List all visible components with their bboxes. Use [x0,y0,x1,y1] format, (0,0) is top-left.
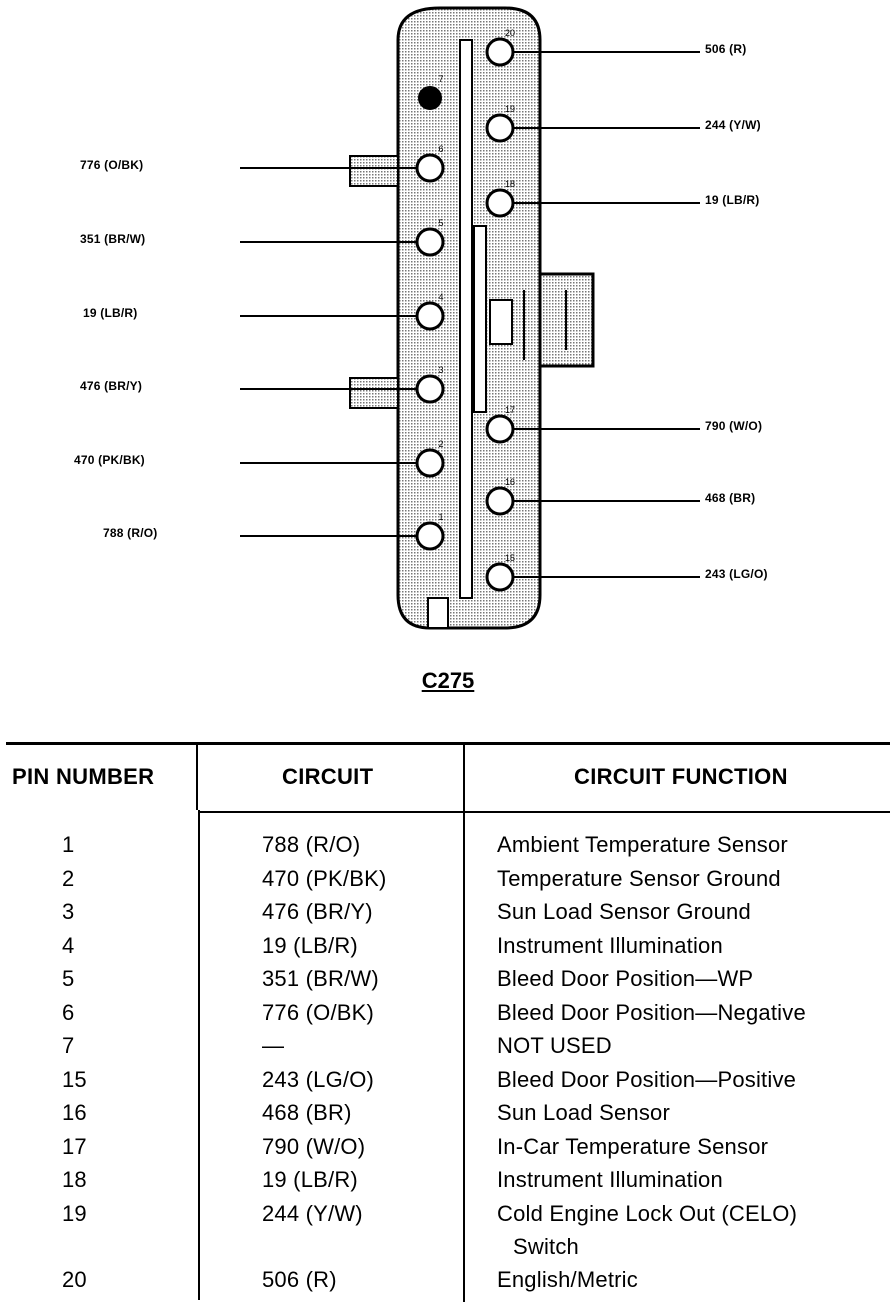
function-cell: Bleed Door Position—Positive [497,1066,797,1092]
column-divider [196,742,198,810]
function-cell: In-Car Temperature Sensor [497,1133,769,1159]
pin-cell: 15 [62,1066,87,1092]
circuit-cell: 788 (R/O) [262,832,361,857]
circuit-cell: 506 (R) [262,1267,337,1292]
table-top-rule [6,742,890,745]
pin-19-terminal [485,113,515,143]
wire-label-pin-17: 790 (W/O) [705,419,763,433]
pin-cell: 5 [62,966,75,991]
function-cell: Ambient Temperature Sensor [497,832,788,857]
pin-cell: 7 [62,1033,75,1058]
function-cell-continued: Switch [513,1233,579,1259]
pin-1-terminal [415,521,445,551]
pin-7-plugged [418,86,442,110]
pin-number-label: 16 [505,477,515,487]
wire-label-pin-16: 468 (BR) [705,491,756,505]
connector-name: C275 [421,668,475,693]
pin-16-terminal [485,486,515,516]
pin-cell: 16 [62,1100,87,1125]
pin-6-terminal [415,153,445,183]
pin-2-terminal [415,448,445,478]
column-divider [198,810,200,1300]
pin-cell: 1 [62,832,75,857]
circuit-cell: 19 (LB/R) [262,932,358,958]
pin-number-label: 15 [505,553,515,563]
circuit-cell: 243 (LG/O) [262,1066,375,1092]
header-rule [198,811,890,813]
wire-label-pin-19: 244 (Y/W) [705,118,761,132]
pin-cell: 19 [62,1200,87,1226]
wire-label-pin-2: 470 (PK/BK) [74,453,145,467]
side-tab [349,377,399,409]
pin-number-label: 17 [505,405,515,415]
header-circuit-function: CIRCUIT FUNCTION [574,764,788,789]
pin-number-label: 19 [505,104,515,114]
pin-15-terminal [485,562,515,592]
pin-17-terminal [485,414,515,444]
circuit-cell: 19 (LB/R) [262,1167,358,1192]
column-divider [463,742,465,1302]
wire-label-pin-6: 776 (O/BK) [80,158,144,172]
circuit-cell: 776 (O/BK) [262,999,375,1025]
wire-label-pin-5: 351 (BR/W) [80,232,146,246]
function-cell: English/Metric [497,1267,638,1292]
pin-3-terminal [415,374,445,404]
pin-number-label: 4 [438,292,443,302]
function-cell: Bleed Door Position—WP [497,966,754,991]
pin-number-label: 7 [438,74,443,84]
latch-window [489,299,513,345]
pin-number-label: 3 [438,365,443,375]
pin-number-label: 1 [438,512,443,522]
pin-number-label: 18 [505,179,515,189]
circuit-cell: 470 (PK/BK) [262,865,387,891]
wire-label-pin-1: 788 (R/O) [103,526,158,540]
header-pin-number: PIN NUMBER [12,764,155,789]
function-cell: Temperature Sensor Ground [497,865,781,891]
circuit-cell: 476 (BR/Y) [262,899,373,924]
header-circuit: CIRCUIT [282,764,374,789]
pin-18-terminal [485,188,515,218]
circuit-cell: — [262,1033,285,1058]
pin-4-terminal [415,301,445,331]
pin-cell: 2 [62,865,75,891]
function-cell: Cold Engine Lock Out (CELO) [497,1200,798,1226]
pin-number-label: 20 [505,28,515,38]
pin-cell: 18 [62,1167,87,1192]
pin-5-terminal [415,227,445,257]
pin-cell: 3 [62,899,75,924]
function-cell: Sun Load Sensor [497,1100,671,1125]
pin-cell: 4 [62,932,75,958]
wire-label-pin-20: 506 (R) [705,42,747,56]
function-cell: Sun Load Sensor Ground [497,899,751,924]
function-cell: Bleed Door Position—Negative [497,999,806,1025]
pin-20-terminal [485,37,515,67]
pin-cell: 6 [62,999,75,1025]
circuit-cell: 468 (BR) [262,1100,352,1125]
inner-rail [473,225,487,413]
wire-label-pin-3: 476 (BR/Y) [80,379,143,393]
function-cell: NOT USED [497,1033,612,1058]
key-slot [427,597,449,629]
pin-number-label: 6 [438,144,443,154]
center-rail [459,39,473,599]
wire-label-pin-4: 19 (LB/R) [83,306,138,320]
pin-cell: 17 [62,1133,87,1159]
function-cell: Instrument Illumination [497,932,723,958]
side-tab [349,155,399,187]
circuit-cell: 790 (W/O) [262,1133,366,1159]
circuit-cell: 244 (Y/W) [262,1200,363,1226]
pin-cell: 20 [62,1267,87,1292]
wire-label-pin-18: 19 (LB/R) [705,193,760,207]
pin-number-label: 2 [438,439,443,449]
pin-number-label: 5 [438,218,443,228]
wire-label-pin-15: 243 (LG/O) [705,567,768,581]
function-cell: Instrument Illumination [497,1167,723,1192]
circuit-cell: 351 (BR/W) [262,966,379,991]
